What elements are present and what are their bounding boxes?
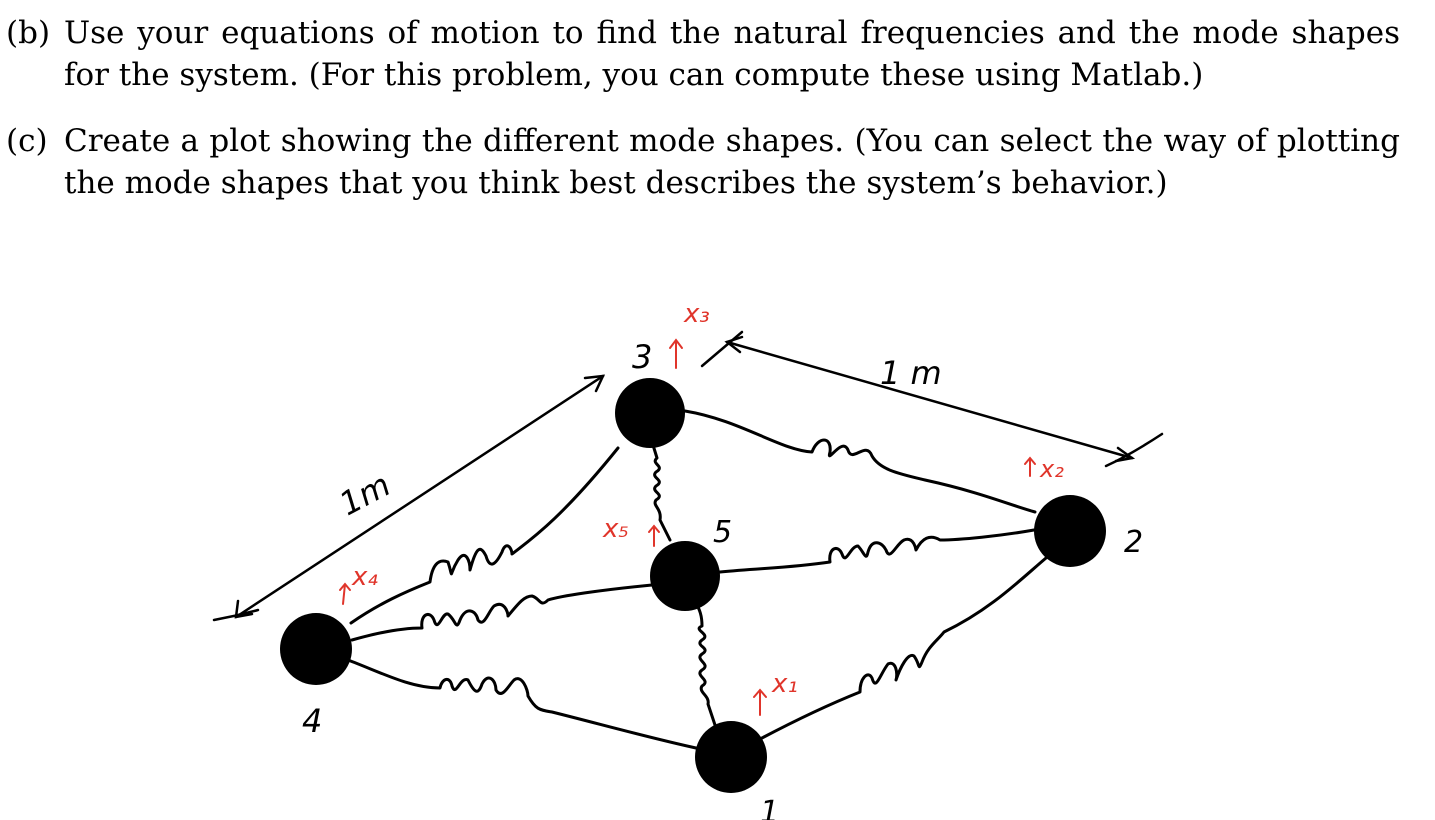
displacement-label-x3: x₃ [683, 299, 710, 329]
arrowhead-top-right [1114, 446, 1136, 463]
node-label-5: 5 [713, 515, 732, 550]
dimension-line-top-right [725, 340, 1134, 460]
mass-3 [615, 378, 685, 448]
dimension-label-top-right: 1 m [880, 354, 942, 392]
question-c-text: Create a plot showing the different mode… [64, 123, 1400, 201]
masses [280, 378, 1106, 793]
question-c-label: (c) [6, 123, 48, 159]
spring-5-2 [718, 528, 1036, 574]
spring-4-1 [346, 658, 698, 750]
spring-3-5 [651, 443, 672, 542]
arrowhead-left-top [583, 374, 606, 393]
dimension-line-left [234, 374, 605, 619]
dimension-top-right [700, 330, 1164, 468]
node-label-1: 1 [760, 795, 779, 820]
tick-top-right [1104, 432, 1164, 468]
arrow-up-icon-x1 [753, 688, 767, 716]
node-label-3: 3 [632, 338, 652, 376]
mass-2 [1034, 495, 1106, 567]
arrow-up-icon-x2 [1024, 456, 1036, 477]
dimension-label-left: 1m [333, 465, 396, 523]
displacement-label-x2: x₂ [1039, 455, 1064, 483]
spring-3-4 [349, 446, 620, 625]
mass-1 [695, 721, 767, 793]
node-label-4: 4 [302, 702, 322, 740]
arrow-up-icon-x4 [339, 582, 351, 605]
question-c: (c) Create a plot showing the different … [0, 120, 1400, 204]
springs [346, 409, 1048, 750]
question-b: (b) Use your equations of motion to find… [0, 12, 1400, 96]
arrow-up-icon-x3 [669, 338, 683, 369]
arrowhead-top-left [724, 335, 744, 354]
displacement-arrows [339, 338, 1036, 716]
displacement-label-x4: x₄ [351, 562, 378, 592]
displacement-label-x1: x₁ [771, 669, 798, 699]
arrow-up-icon-x5 [648, 524, 660, 547]
dimension-left [212, 374, 606, 622]
spring-4-5 [350, 583, 654, 642]
question-b-label: (b) [6, 15, 51, 51]
tick-top-left [700, 330, 744, 368]
mass-4 [280, 613, 352, 685]
spring-1-2 [760, 556, 1048, 740]
arrowhead-left-bottom [234, 599, 254, 619]
tick-left-bottom [212, 608, 260, 622]
spring-3-2 [683, 409, 1037, 514]
node-label-2: 2 [1124, 525, 1143, 560]
mass-5 [650, 541, 720, 611]
spring-5-1 [693, 599, 718, 730]
question-b-text: Use your equations of motion to find the… [64, 15, 1400, 93]
displacement-label-x5: x₅ [602, 514, 629, 544]
